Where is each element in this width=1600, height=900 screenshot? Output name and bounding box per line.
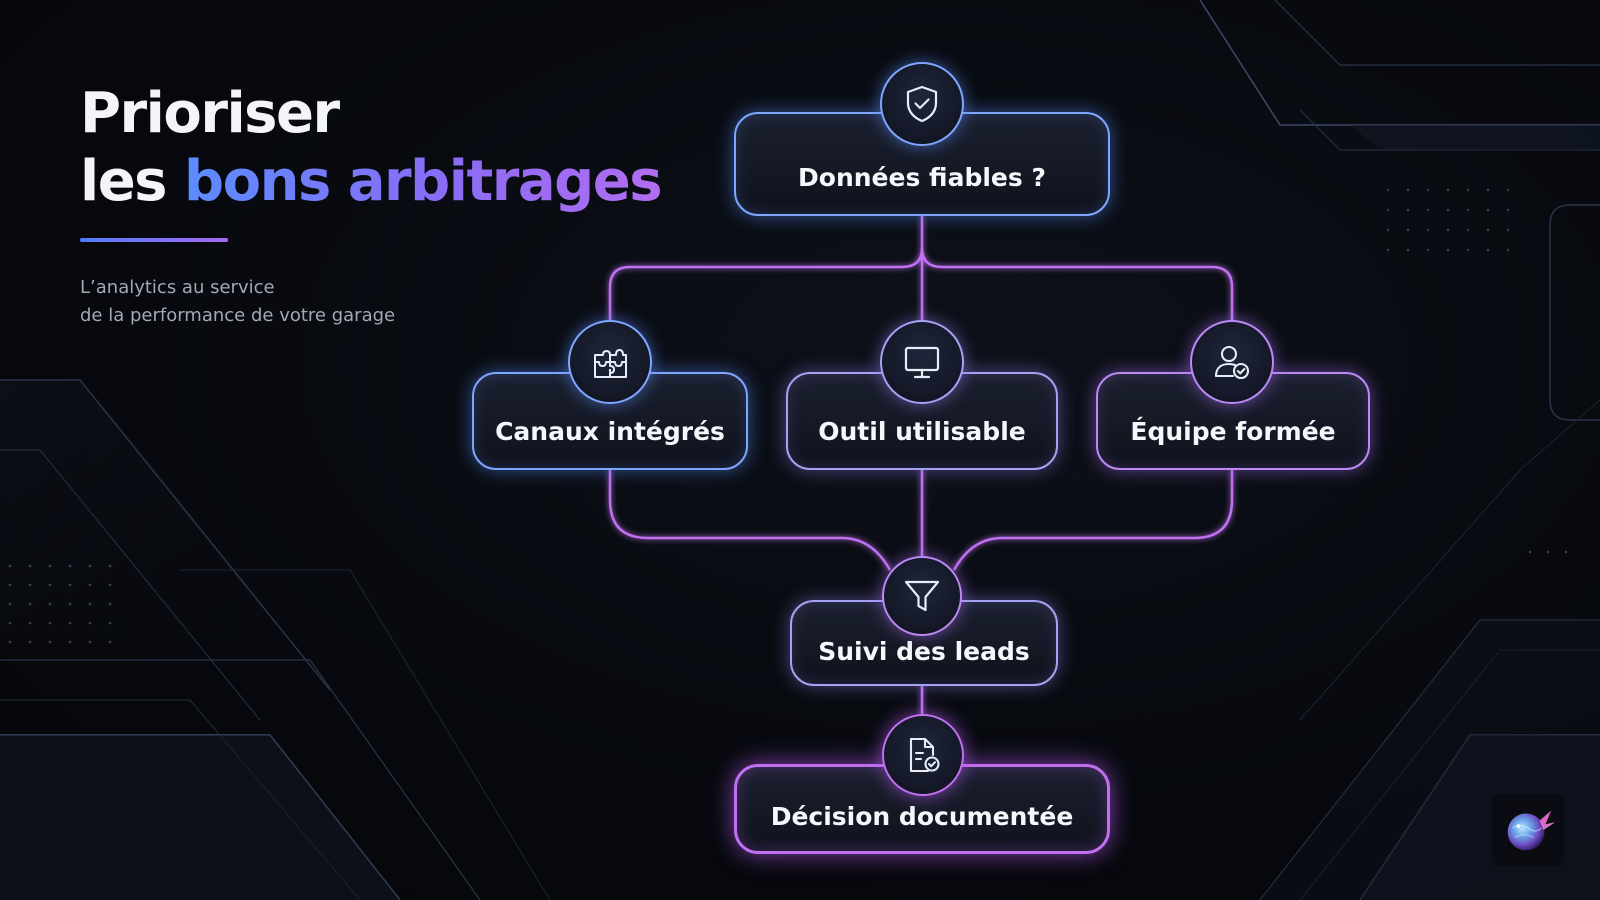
funnel-icon bbox=[882, 556, 962, 636]
connector-top-left bbox=[608, 247, 924, 324]
node-label: Outil utilisable bbox=[818, 417, 1026, 446]
title-plain-text: les bbox=[80, 149, 185, 214]
node-label: Décision documentée bbox=[770, 802, 1074, 831]
document-check-icon bbox=[882, 714, 964, 796]
node-label: Équipe formée bbox=[1130, 417, 1336, 446]
node-label: Suivi des leads bbox=[818, 637, 1030, 666]
title-line-1: Prioriser bbox=[80, 81, 340, 146]
page-title: Prioriser les bons arbitrages bbox=[80, 80, 663, 216]
title-underline bbox=[80, 238, 228, 242]
connector-top-right bbox=[920, 247, 1234, 324]
title-accent-text: bons arbitrages bbox=[184, 149, 663, 214]
monitor-icon bbox=[880, 320, 964, 404]
title-line-2: les bons arbitrages bbox=[80, 148, 663, 216]
node-label: Canaux intégrés bbox=[495, 417, 725, 446]
connector-right-to-filter bbox=[952, 470, 1234, 571]
connector-left-to-filter bbox=[608, 470, 892, 571]
shield-check-icon bbox=[880, 62, 964, 146]
subtitle-line-1: L’analytics au service bbox=[80, 277, 275, 298]
subtitle: L’analytics au service de la performance… bbox=[80, 274, 395, 330]
node-decision-documentee: Décision documentée bbox=[734, 764, 1110, 854]
brain-sphere-icon bbox=[1507, 810, 1556, 851]
brand-logo bbox=[1492, 794, 1564, 866]
subtitle-line-2: de la performance de votre garage bbox=[80, 305, 396, 326]
node-label: Données fiables ? bbox=[798, 163, 1046, 192]
user-check-icon bbox=[1190, 320, 1274, 404]
puzzle-icon bbox=[568, 320, 652, 404]
